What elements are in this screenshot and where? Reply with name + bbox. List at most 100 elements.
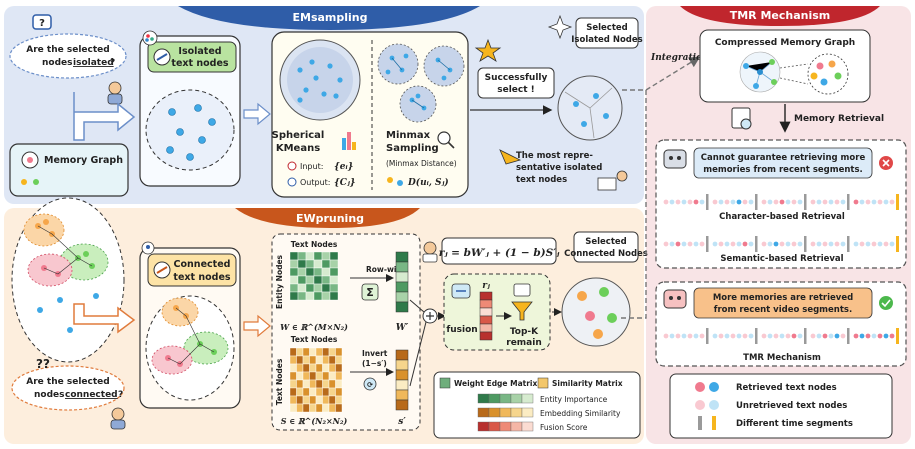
memory-node <box>712 199 718 205</box>
memory-node <box>699 333 705 339</box>
legend-weight-label: Weight Edge Matrix <box>454 379 538 388</box>
cn-orange-cluster <box>161 297 199 327</box>
similarity-matrix <box>289 347 343 413</box>
time-segment-bar <box>847 328 850 344</box>
time-segment-bar <box>804 328 807 344</box>
s-matrix-cell <box>296 403 304 413</box>
s-matrix-caption: S ∈ ℝ^(N₂×N₂) <box>281 416 348 426</box>
connected-question-line2a: nodes <box>34 390 65 400</box>
w-vector-cell <box>395 291 409 303</box>
s-matrix-cell <box>296 355 304 365</box>
emsampling-title: EMsampling <box>292 11 367 24</box>
legend-unretrieved-swatch <box>695 400 719 410</box>
minmax-line1: Minmax <box>386 130 431 141</box>
plus-sign <box>426 312 434 320</box>
w-matrix-cell <box>321 267 331 277</box>
r-label: rⱼ <box>482 281 490 291</box>
fusion-score-cell <box>479 299 493 309</box>
memory-node <box>712 333 718 339</box>
memory-node <box>736 333 742 339</box>
memory-node <box>828 199 834 205</box>
isolated-node-dots <box>166 104 216 161</box>
w-matrix-cell <box>305 267 315 277</box>
tmr-row <box>663 328 899 344</box>
w-matrix-cell <box>321 283 331 293</box>
legend-gradient-cell <box>521 407 534 418</box>
memory-node <box>840 333 846 339</box>
w-vector-cell <box>395 261 409 273</box>
memory-node <box>871 333 877 339</box>
bar-chart-icon <box>342 132 356 150</box>
isolated-question-line2a: nodes <box>42 58 73 68</box>
fusion-icon <box>451 283 471 299</box>
memory-node <box>718 241 724 247</box>
link-icon <box>153 48 171 66</box>
w-matrix-cell <box>289 259 299 269</box>
memory-node <box>797 199 803 205</box>
memory-node <box>828 241 834 247</box>
memory-node <box>675 241 681 247</box>
memory-node <box>730 241 736 247</box>
invert-icon: ⟳ <box>363 377 377 391</box>
memory-node <box>816 199 822 205</box>
w-vector-cell <box>395 301 409 313</box>
user-settings-icon <box>141 241 155 255</box>
s-matrix-cell <box>309 387 317 397</box>
fusion-score-cell <box>479 323 493 333</box>
legend-gradient-cell <box>477 407 490 418</box>
s-matrix-cell <box>309 379 317 389</box>
search-icon <box>437 131 455 149</box>
w-matrix-cell <box>321 275 331 285</box>
memory-node <box>797 241 803 247</box>
legend-gradient-cell <box>477 393 490 404</box>
w-vector-label: W′ <box>396 323 409 333</box>
legend-retrieved-swatch <box>695 382 719 392</box>
topk-line2: remain <box>506 338 542 348</box>
s-matrix-cell <box>315 347 323 357</box>
memory-graph-box <box>9 143 129 197</box>
memory-node <box>877 199 883 205</box>
s-matrix-cell <box>335 395 343 405</box>
tmr-mechanism-label: TMR Mechanism <box>743 353 821 363</box>
memory-node <box>736 199 742 205</box>
character-based-label: Character-based Retrieval <box>719 212 845 222</box>
kmeans-line2: KMeans <box>276 143 320 154</box>
more-line2: from recent video segments. <box>714 305 852 315</box>
time-segment-bar <box>755 236 758 252</box>
s-matrix-cell <box>315 403 323 413</box>
robot-icon <box>663 149 687 169</box>
w-matrix-cell <box>297 251 307 261</box>
s-matrix-cell <box>322 363 330 373</box>
time-segment-bar <box>755 194 758 210</box>
w-matrix-cell <box>329 251 339 261</box>
scientist-icon <box>422 241 438 263</box>
time-segment-bar <box>706 236 709 252</box>
memory-node <box>779 199 785 205</box>
memory-node <box>681 241 687 247</box>
s-matrix-cell <box>315 363 323 373</box>
s-side-label: Text Nodes <box>275 358 284 405</box>
memory-node <box>779 241 785 247</box>
s-matrix-cell <box>289 395 297 405</box>
fusion-score-cell <box>479 331 493 341</box>
fusion-score-cell <box>479 315 493 325</box>
legend-gradient-cell <box>510 421 523 432</box>
selected-connected-line2: Connected Nodes <box>564 249 648 259</box>
character-based-row <box>663 194 899 210</box>
memory-node <box>785 241 791 247</box>
memory-node <box>834 241 840 247</box>
mg-edges <box>37 225 93 275</box>
w-matrix-cell <box>289 283 299 293</box>
more-line1: More memories are retrieved <box>713 293 853 303</box>
s-vector-cell <box>395 359 409 371</box>
memory-node <box>810 333 816 339</box>
kmeans-dots <box>297 59 343 103</box>
recent-segment-bar <box>896 236 899 252</box>
s-matrix-cell <box>309 347 317 357</box>
representative-line1: The most repre- <box>516 151 593 161</box>
memory-node <box>883 333 889 339</box>
s-matrix-cell <box>309 371 317 381</box>
fusion-score-cell <box>479 307 493 317</box>
memory-node <box>736 241 742 247</box>
